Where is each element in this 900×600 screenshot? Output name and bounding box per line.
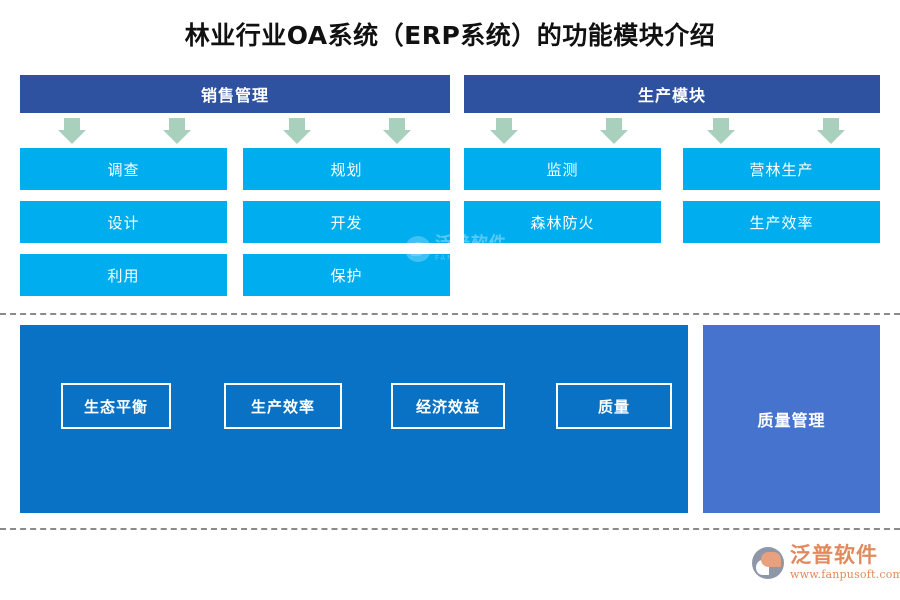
module-box[interactable]: 生产效率 [683, 201, 880, 243]
outcome-box[interactable]: 生态平衡 [61, 383, 171, 429]
footer-brand: 泛普软件 [790, 543, 878, 567]
module-box[interactable]: 设计 [20, 201, 227, 243]
down-arrow-icon-4 [383, 118, 411, 144]
module-box[interactable]: 监测 [464, 148, 661, 190]
group-header-production: 生产模块 [464, 75, 880, 113]
module-box[interactable]: 开发 [243, 201, 450, 243]
footer-brand-url: www.fanpusoft.com [790, 568, 900, 581]
divider-top [0, 313, 900, 315]
down-arrow-icon-5 [490, 118, 518, 144]
module-box[interactable]: 营林生产 [683, 148, 880, 190]
footer-logo: 泛普软件 www.fanpusoft.com [752, 545, 900, 580]
quality-management-label: 质量管理 [757, 411, 826, 430]
module-box[interactable]: 利用 [20, 254, 227, 296]
down-arrow-icon-7 [707, 118, 735, 144]
page-title: 林业行业OA系统（ERP系统）的功能模块介绍 [184, 21, 716, 50]
group-header-production-label: 生产模块 [637, 86, 706, 105]
module-box[interactable]: 规划 [243, 148, 450, 190]
down-arrow-icon-2 [163, 118, 191, 144]
group-header-sales: 销售管理 [20, 75, 450, 113]
outcome-box[interactable]: 质量 [556, 383, 672, 429]
fanpu-logo-icon [752, 546, 784, 579]
footer-logo-text: 泛普软件 www.fanpusoft.com [790, 543, 900, 581]
down-arrow-icon-6 [600, 118, 628, 144]
module-box[interactable]: 保护 [243, 254, 450, 296]
module-box[interactable]: 调查 [20, 148, 227, 190]
module-box[interactable]: 森林防火 [464, 201, 661, 243]
divider-bottom [0, 528, 900, 530]
down-arrow-icon-3 [283, 118, 311, 144]
outcome-box[interactable]: 生产效率 [224, 383, 342, 429]
outcomes-panel: 生态平衡 生产效率 经济效益 质量 泛普软件 FANPU SOFTWARE [20, 325, 688, 513]
group-header-sales-label: 销售管理 [200, 86, 269, 105]
quality-management-panel[interactable]: 质量管理 [703, 325, 880, 513]
down-arrow-icon-1 [58, 118, 86, 144]
down-arrow-icon-8 [817, 118, 845, 144]
outcome-box[interactable]: 经济效益 [391, 383, 505, 429]
